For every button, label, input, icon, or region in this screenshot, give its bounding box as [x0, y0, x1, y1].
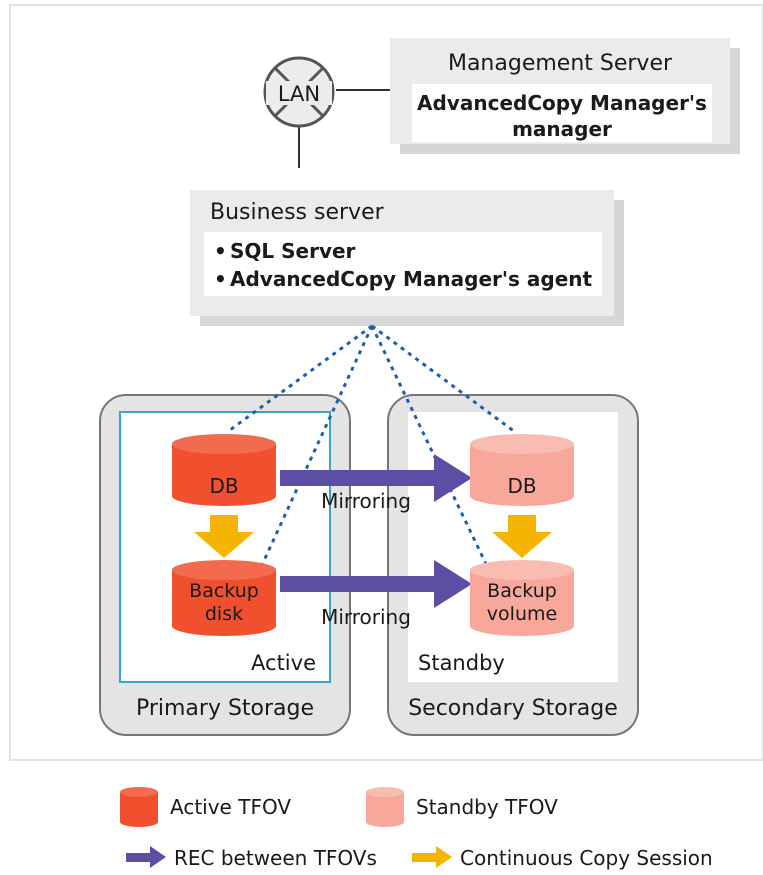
rec-arrow-backup: [280, 560, 472, 608]
lan-hub: LAN: [263, 56, 335, 128]
business-server-box: Business server • SQL Server • AdvancedC…: [190, 190, 624, 326]
continuous-copy-arrow-secondary: [492, 515, 552, 558]
link-primary-backup: [260, 325, 374, 566]
legend-rec-arrow-icon: [126, 846, 166, 868]
business-server-title: Business server: [210, 200, 385, 225]
business-item-acm-agent: AdvancedCopy Manager's agent: [230, 267, 593, 291]
legend: Active TFOV Standby TFOV REC between TFO…: [120, 787, 713, 870]
management-server-line1: AdvancedCopy Manager's: [417, 91, 707, 115]
secondary-db-label: DB: [507, 474, 536, 498]
link-primary-db: [229, 324, 373, 432]
rec-arrow-db: [280, 454, 472, 502]
primary-state-label: Active: [251, 651, 316, 675]
continuous-copy-arrow-primary: [194, 515, 254, 558]
legend-standby-tfov-icon: [366, 787, 404, 827]
link-secondary-backup: [370, 325, 488, 565]
primary-backup-line2: disk: [205, 603, 243, 625]
secondary-backup-volume-cylinder: Backup volume: [470, 560, 574, 636]
business-storage-links: [229, 324, 516, 566]
primary-storage-label: Primary Storage: [136, 696, 314, 721]
secondary-db-cylinder: DB: [470, 434, 574, 506]
legend-continuous-arrow-icon: [412, 846, 452, 868]
legend-continuous-label: Continuous Copy Session: [460, 846, 713, 870]
secondary-backup-line1: Backup: [487, 580, 557, 602]
management-server-title: Management Server: [448, 51, 673, 76]
bullet-2: •: [214, 267, 227, 291]
link-secondary-db: [371, 324, 516, 434]
primary-backup-line1: Backup: [189, 580, 259, 602]
bullet-1: •: [214, 239, 227, 263]
lan-label: LAN: [278, 82, 320, 106]
legend-rec-label: REC between TFOVs: [174, 846, 377, 870]
management-server-box: Management Server AdvancedCopy Manager's…: [390, 38, 740, 154]
mirroring-label-db: Mirroring: [321, 489, 411, 513]
primary-backup-disk-cylinder: Backup disk: [172, 560, 276, 636]
legend-standby-tfov-label: Standby TFOV: [416, 795, 558, 819]
mirroring-label-backup: Mirroring: [321, 605, 411, 629]
primary-db-label: DB: [209, 474, 238, 498]
business-server-content-panel: [204, 232, 602, 296]
secondary-state-label: Standby: [418, 651, 505, 675]
primary-db-cylinder: DB: [172, 434, 276, 506]
business-item-sql-server: SQL Server: [230, 239, 356, 263]
legend-active-tfov-icon: [120, 787, 158, 827]
secondary-backup-line2: volume: [487, 603, 557, 625]
management-server-line2: manager: [512, 117, 612, 141]
management-server-content-panel: [412, 84, 712, 142]
secondary-storage-label: Secondary Storage: [408, 696, 618, 721]
legend-active-tfov-label: Active TFOV: [170, 795, 291, 819]
